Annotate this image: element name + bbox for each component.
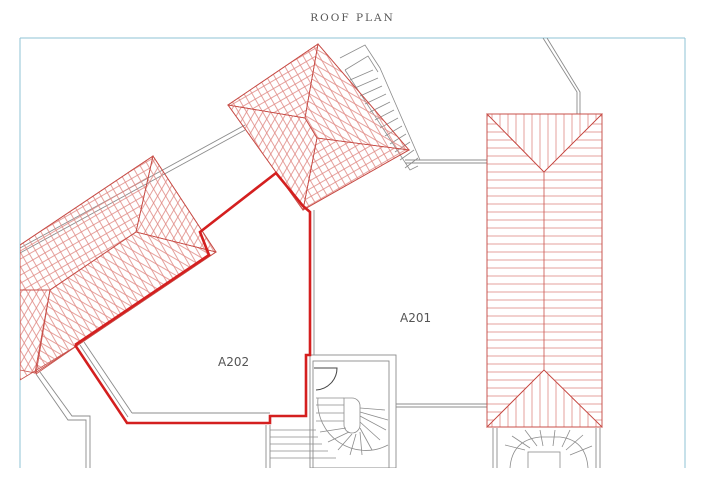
- drawing-title: ROOF PLAN: [310, 12, 395, 24]
- lower-right-stair: [504, 429, 593, 468]
- unit-a202-outline: [73, 171, 312, 425]
- room-label-a201: A201: [400, 311, 431, 325]
- room-label-a202: A202: [218, 355, 249, 369]
- roof-left: [20, 154, 217, 381]
- roof-right: [486, 113, 603, 428]
- roof-middle: [226, 43, 411, 211]
- spiral-stair: [270, 367, 389, 459]
